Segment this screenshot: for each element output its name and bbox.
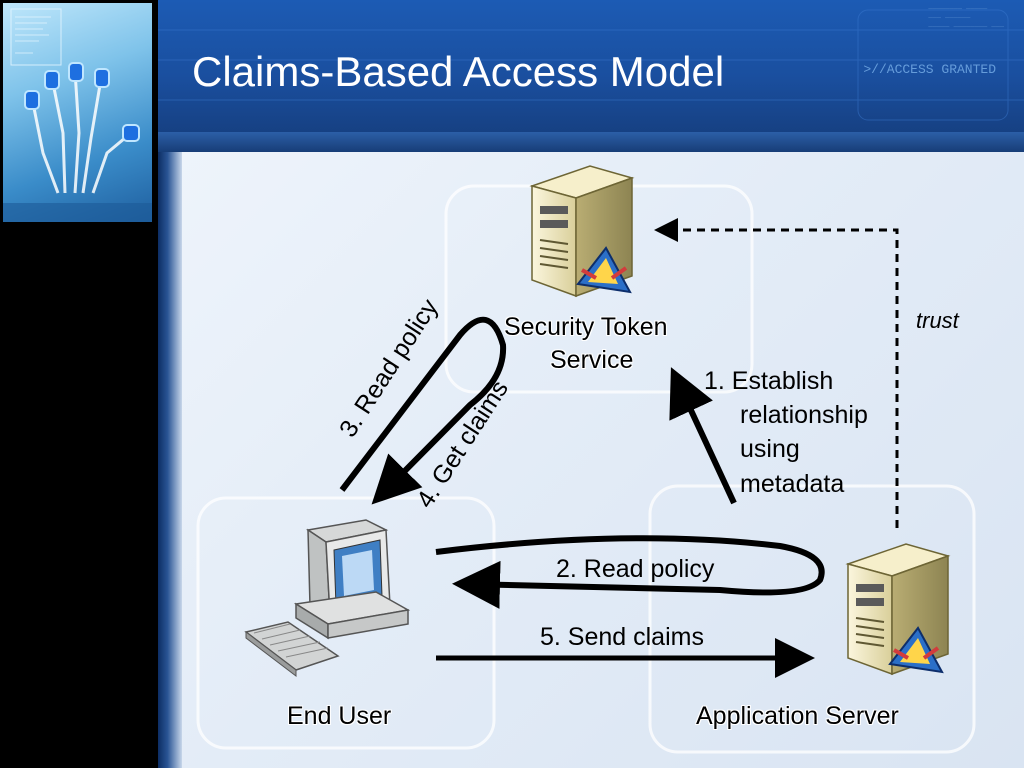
step1-label-line2: relationship xyxy=(740,401,868,429)
certificate-icon xyxy=(888,626,944,674)
step1-label-line3: using xyxy=(740,435,800,463)
computer-icon xyxy=(244,519,411,678)
step1-label-line1: 1. Establish xyxy=(704,367,834,395)
app-server-label: Application Server xyxy=(696,702,899,730)
sts-server-icon xyxy=(529,165,635,298)
header-bar xyxy=(158,132,1024,152)
app-server-icon xyxy=(845,543,951,676)
end-user-label: End User xyxy=(287,702,392,730)
header-decoration-lines: ──────── ───── ─── ────── ───── ────────… xyxy=(928,6,1004,32)
content-side-bar xyxy=(158,152,182,768)
slide-title: Claims-Based Access Model xyxy=(192,48,725,95)
header-decoration-text: >//ACCESS GRANTED xyxy=(863,62,996,77)
step1-arrow xyxy=(669,367,737,505)
sts-label-line2: Service xyxy=(550,346,634,374)
slide-header: ──────── ───── ─── ────── ───── ────────… xyxy=(158,0,1024,138)
step2-label: 2. Read policy xyxy=(556,555,715,583)
sts-label-line1: Security Token xyxy=(504,313,668,341)
step2-loop xyxy=(435,535,825,609)
step5-label: 5. Send claims xyxy=(540,623,704,651)
step1-label-line4: metadata xyxy=(740,470,845,498)
fingerprint-hand-icon xyxy=(3,3,152,222)
trust-label: trust xyxy=(916,308,959,333)
trust-arrow xyxy=(654,218,899,528)
step3-4-loop xyxy=(339,316,507,505)
certificate-icon xyxy=(576,246,632,294)
